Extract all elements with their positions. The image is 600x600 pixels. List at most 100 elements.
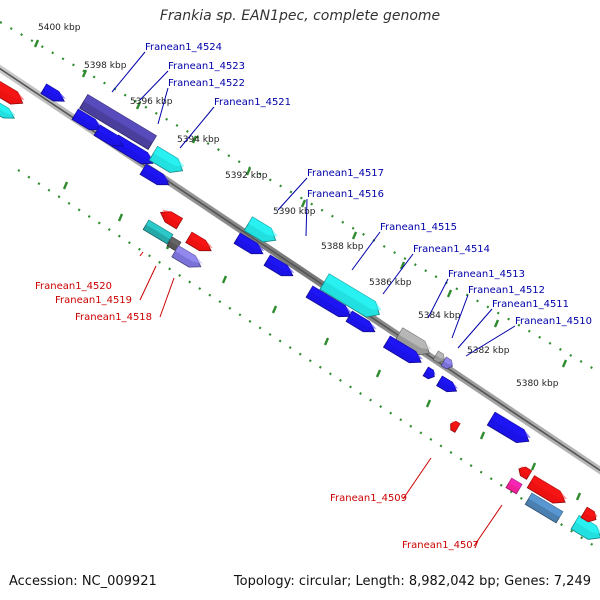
label-leader-line bbox=[427, 278, 449, 319]
scale-tick bbox=[575, 492, 582, 501]
gene-arrow-4516b bbox=[263, 254, 295, 277]
scale-label: 5396 kbp bbox=[130, 97, 173, 107]
scale-tick bbox=[375, 369, 382, 378]
gene-arrow-4518 bbox=[171, 245, 203, 268]
gene-arrow-cyan-right-edge bbox=[570, 514, 600, 540]
label-leader-line bbox=[111, 51, 146, 93]
scale-label: 5390 kbp bbox=[273, 207, 316, 217]
gene-arrow-red-right-edge bbox=[580, 506, 598, 523]
genome-summary-text: Topology: circular; Length: 8,982,042 bp… bbox=[233, 574, 591, 589]
gene-arrow-red-left-edge bbox=[0, 80, 25, 105]
gene-arrow-red-lower bbox=[185, 231, 213, 252]
gene-arrow-4510 bbox=[440, 356, 454, 370]
gene-label-4512: Franean1_4512 bbox=[468, 285, 545, 296]
gene-label-4519: Franean1_4519 bbox=[55, 295, 132, 306]
scale-tick bbox=[530, 462, 537, 471]
gene-arrow-tiny-red bbox=[450, 420, 461, 433]
scale-label: 5398 kbp bbox=[84, 61, 127, 71]
label-leader-line bbox=[402, 457, 432, 500]
gene-label-4513: Franean1_4513 bbox=[448, 269, 525, 280]
scale-label: 5382 kbp bbox=[467, 346, 510, 356]
scale-tick bbox=[117, 213, 124, 222]
scale-tick bbox=[62, 181, 69, 190]
scale-tick bbox=[245, 167, 252, 176]
gene-label-4522: Franean1_4522 bbox=[168, 78, 245, 89]
genome-backbone-line bbox=[0, 67, 600, 472]
gene-arrow-blue-right bbox=[486, 411, 531, 444]
scale-tick bbox=[561, 359, 568, 368]
gene-arrow-4524 bbox=[40, 83, 66, 102]
gene-arrow-4515 bbox=[319, 273, 382, 318]
label-leader-line bbox=[139, 265, 157, 301]
scale-label: 5392 kbp bbox=[225, 171, 268, 181]
label-leader-line bbox=[382, 253, 414, 295]
gene-arrow-4511 bbox=[432, 350, 446, 364]
gene-label-4520: Franean1_4520 bbox=[35, 281, 112, 292]
gene-block-4523 bbox=[79, 93, 157, 151]
gene-arrow-4521a bbox=[93, 124, 125, 147]
label-leader-line bbox=[157, 87, 169, 125]
scale-tick bbox=[300, 199, 307, 208]
gene-label-4523: Franean1_4523 bbox=[168, 61, 245, 72]
scale-tick bbox=[323, 337, 330, 346]
scale-tick bbox=[271, 305, 278, 314]
scale-tick bbox=[221, 275, 228, 284]
label-leader-line bbox=[179, 106, 215, 149]
label-leader-line bbox=[277, 177, 308, 211]
label-leader-line bbox=[473, 504, 503, 547]
scale-tick bbox=[425, 399, 432, 408]
accession-text: Accession: NC_009921 bbox=[9, 574, 157, 589]
scale-label: 5388 kbp bbox=[321, 242, 364, 252]
scale-tick bbox=[446, 289, 453, 298]
gene-arrow-4516 bbox=[233, 232, 265, 255]
gene-arrow-4521 bbox=[148, 145, 185, 173]
gene-arrow-small-b bbox=[436, 375, 459, 393]
label-leader-line bbox=[451, 294, 469, 339]
label-leader-line bbox=[305, 198, 308, 237]
gene-block-4520 bbox=[142, 219, 174, 245]
scale-label: 5386 kbp bbox=[369, 278, 412, 288]
gene-arrow-4522 bbox=[71, 108, 103, 131]
gene-label-4524: Franean1_4524 bbox=[145, 42, 222, 53]
scale-tick bbox=[479, 431, 486, 440]
gene-arrow-4514b bbox=[345, 310, 377, 333]
label-leader-line bbox=[139, 251, 144, 257]
gene-label-4516: Franean1_4516 bbox=[307, 189, 384, 200]
scale-tick bbox=[191, 135, 198, 144]
label-leader-line bbox=[139, 70, 169, 101]
gene-block-4509 bbox=[505, 477, 523, 495]
scale-tick bbox=[351, 231, 358, 240]
label-leader-line bbox=[159, 277, 175, 318]
scale-tick bbox=[493, 319, 500, 328]
scale-label: 5380 kbp bbox=[516, 379, 559, 389]
lower-scale-track bbox=[17, 169, 600, 551]
gene-arrow-red-upper-right bbox=[518, 466, 533, 480]
gene-label-4511: Franean1_4511 bbox=[492, 299, 569, 310]
scale-tick bbox=[81, 69, 88, 78]
gene-label-4514: Franean1_4514 bbox=[413, 244, 490, 255]
label-leader-line bbox=[457, 308, 493, 349]
gene-arrow-4512 bbox=[382, 335, 423, 364]
scale-tick bbox=[33, 39, 40, 48]
gene-label-4518: Franean1_4518 bbox=[75, 312, 152, 323]
gene-label-4521: Franean1_4521 bbox=[214, 97, 291, 108]
label-leader-line bbox=[465, 325, 516, 357]
gene-label-4507: Franean1_4507 bbox=[402, 540, 479, 551]
gene-label-4515: Franean1_4515 bbox=[380, 222, 457, 233]
map-title: Frankia sp. EAN1pec, complete genome bbox=[159, 8, 441, 24]
gene-arrow-red-right bbox=[526, 475, 568, 504]
gene-label-4510: Franean1_4510 bbox=[515, 316, 592, 327]
scale-label: 5384 kbp bbox=[418, 311, 461, 321]
gene-arrow-red-upper bbox=[159, 209, 184, 230]
gene-arrow-4521b bbox=[139, 163, 171, 186]
gene-label-4509: Franean1_4509 bbox=[330, 493, 407, 504]
gene-arrow-4514 bbox=[305, 285, 353, 318]
gene-block-4507 bbox=[524, 492, 564, 524]
label-leader-line bbox=[351, 231, 381, 271]
gene-label-4517: Franean1_4517 bbox=[307, 168, 384, 179]
scale-label: 5400 kbp bbox=[38, 23, 81, 33]
gene-arrow-cyan-left-edge bbox=[0, 102, 16, 119]
gene-arrow-small-a bbox=[422, 366, 436, 380]
